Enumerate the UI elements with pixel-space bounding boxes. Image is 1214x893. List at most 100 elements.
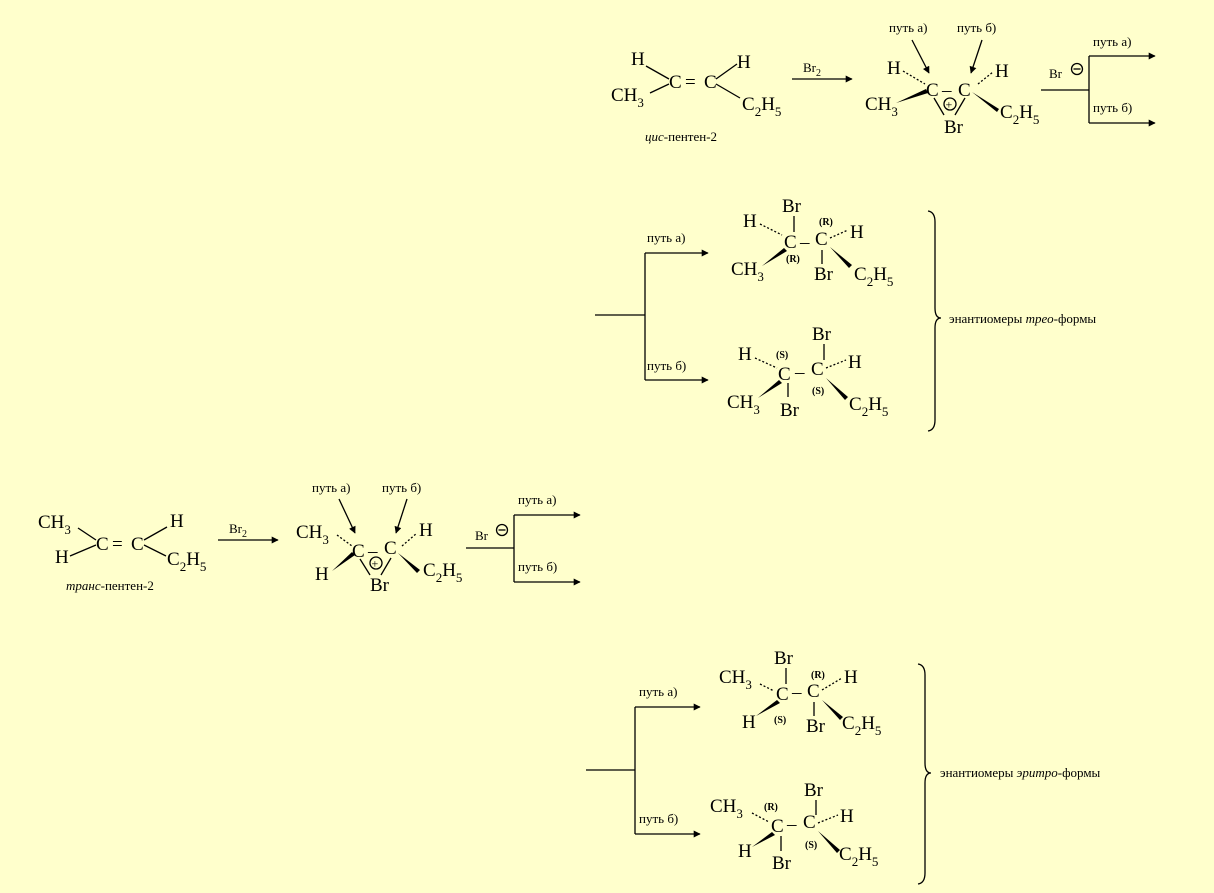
svg-text:H: H bbox=[850, 222, 864, 243]
cis-double-bond: = bbox=[685, 72, 696, 93]
svg-text:(S): (S) bbox=[805, 840, 817, 851]
svg-text:CH3: CH3 bbox=[727, 392, 760, 417]
svg-text:путь а): путь а) bbox=[312, 480, 350, 495]
svg-text:=: = bbox=[112, 534, 123, 555]
svg-text:C2H5: C2H5 bbox=[423, 560, 462, 585]
svg-text:путь б): путь б) bbox=[382, 480, 421, 495]
svg-text:CH3: CH3 bbox=[865, 94, 898, 119]
svg-text:(R): (R) bbox=[811, 670, 825, 681]
svg-text:CH3: CH3 bbox=[731, 259, 764, 284]
svg-text:(R): (R) bbox=[786, 254, 800, 265]
threo-product-r-r: Br H C – C (R) (R) H CH3 Br C2H5 bbox=[731, 196, 893, 289]
cis-c2h5: C2H5 bbox=[742, 94, 781, 119]
svg-text:Br: Br bbox=[812, 324, 832, 345]
svg-text:–: – bbox=[367, 541, 378, 562]
svg-text:–: – bbox=[791, 682, 802, 703]
cis-c1: C bbox=[669, 72, 682, 93]
trans-br2-arrow: Br2 bbox=[218, 521, 279, 544]
cis-path-b-label: путь б) bbox=[957, 20, 996, 35]
cis-bromonium-ion: путь а) путь б) H H CH3 C – C C2H5 Br + bbox=[865, 20, 1039, 138]
svg-text:H: H bbox=[995, 61, 1009, 82]
cis-name: цис-пентен-2 bbox=[645, 129, 717, 144]
svg-text:путь б): путь б) bbox=[639, 811, 678, 826]
svg-text:C: C bbox=[776, 684, 789, 705]
svg-text:Br2: Br2 bbox=[803, 60, 821, 79]
svg-text:H: H bbox=[887, 58, 901, 79]
svg-text:путь б): путь б) bbox=[518, 559, 557, 574]
svg-text:(S): (S) bbox=[774, 715, 786, 726]
erythro-product-s-r: Br CH3 C – C (R) H H (S) Br C2H5 bbox=[719, 648, 881, 738]
trans-bromonium-ion: путь а) путь б) CH3 H C – C H + Br C2H5 bbox=[296, 480, 462, 596]
svg-text:C2H5: C2H5 bbox=[1000, 102, 1039, 127]
cis-branch-arrows: Br путь а) путь б) bbox=[1041, 34, 1156, 127]
cis-path-a-label: путь а) bbox=[889, 20, 927, 35]
trans-branch-arrows: Br путь а) путь б) bbox=[466, 492, 581, 586]
svg-text:H: H bbox=[419, 520, 433, 541]
svg-text:(S): (S) bbox=[776, 350, 788, 361]
svg-text:–: – bbox=[794, 362, 805, 383]
svg-text:–: – bbox=[799, 232, 810, 253]
svg-text:Br: Br bbox=[774, 648, 794, 669]
svg-text:–: – bbox=[941, 80, 952, 101]
svg-text:C2H5: C2H5 bbox=[842, 713, 881, 738]
svg-text:CH3: CH3 bbox=[710, 796, 743, 821]
svg-text:Br: Br bbox=[814, 264, 834, 285]
svg-text:H: H bbox=[738, 344, 752, 365]
trans-pentene-structure: CH3 H H C = C C2H5 транс-пентен-2 bbox=[38, 511, 206, 593]
threo-label: энантиомеры трео-формы bbox=[949, 311, 1096, 326]
threo-branch-arrows: путь а) путь б) bbox=[595, 230, 709, 384]
svg-text:C: C bbox=[96, 534, 109, 555]
svg-text:H: H bbox=[840, 806, 854, 827]
svg-text:Br: Br bbox=[806, 716, 826, 737]
svg-text:H: H bbox=[170, 511, 184, 532]
trans-name: транс-пентен-2 bbox=[66, 578, 154, 593]
svg-text:Br2: Br2 bbox=[229, 521, 247, 540]
erythro-branch-arrows: путь а) путь б) bbox=[586, 684, 701, 838]
cis-h-right: H bbox=[737, 52, 751, 73]
svg-text:Br: Br bbox=[772, 853, 792, 874]
threo-product-s-s: Br H (S) C – C H CH3 Br (S) C2H5 bbox=[727, 324, 888, 421]
erythro-brace: энантиомеры эритро-формы bbox=[917, 663, 1101, 885]
svg-text:C: C bbox=[926, 80, 939, 101]
svg-text:C2H5: C2H5 bbox=[849, 394, 888, 419]
cis-ch3: CH3 bbox=[611, 85, 644, 110]
svg-text:Br: Br bbox=[780, 400, 800, 421]
svg-text:(R): (R) bbox=[764, 802, 778, 813]
svg-text:Br: Br bbox=[1049, 66, 1063, 81]
svg-text:путь а): путь а) bbox=[647, 230, 685, 245]
svg-text:C: C bbox=[352, 541, 365, 562]
svg-text:H: H bbox=[743, 211, 757, 232]
svg-text:путь а): путь а) bbox=[518, 492, 556, 507]
svg-text:C2H5: C2H5 bbox=[839, 844, 878, 869]
svg-text:+: + bbox=[946, 98, 953, 112]
svg-text:H: H bbox=[738, 841, 752, 862]
svg-text:путь б): путь б) bbox=[647, 358, 686, 373]
svg-text:C: C bbox=[784, 232, 797, 253]
svg-text:–: – bbox=[786, 814, 797, 835]
svg-text:C: C bbox=[384, 538, 397, 559]
svg-text:путь а): путь а) bbox=[1093, 34, 1131, 49]
svg-text:C2H5: C2H5 bbox=[854, 264, 893, 289]
svg-text:H: H bbox=[844, 667, 858, 688]
svg-text:путь б): путь б) bbox=[1093, 100, 1132, 115]
svg-text:C2H5: C2H5 bbox=[167, 549, 206, 574]
svg-text:CH3: CH3 bbox=[296, 522, 329, 547]
svg-text:C: C bbox=[811, 359, 824, 380]
svg-text:C: C bbox=[815, 229, 828, 250]
svg-text:+: + bbox=[372, 557, 379, 571]
svg-text:C: C bbox=[131, 534, 144, 555]
svg-text:(R): (R) bbox=[819, 217, 833, 228]
svg-text:CH3: CH3 bbox=[719, 667, 752, 692]
cis-h-left: H bbox=[631, 49, 645, 70]
svg-text:Br: Br bbox=[370, 575, 390, 596]
svg-text:C: C bbox=[803, 812, 816, 833]
svg-text:C: C bbox=[771, 816, 784, 837]
svg-text:путь а): путь а) bbox=[639, 684, 677, 699]
cis-c2: C bbox=[704, 72, 717, 93]
svg-text:C: C bbox=[958, 80, 971, 101]
svg-text:H: H bbox=[848, 352, 862, 373]
svg-text:H: H bbox=[55, 547, 69, 568]
svg-text:Br: Br bbox=[475, 528, 489, 543]
erythro-product-r-s: Br CH3 (R) C – C H H Br (S) C2H5 bbox=[710, 780, 878, 874]
